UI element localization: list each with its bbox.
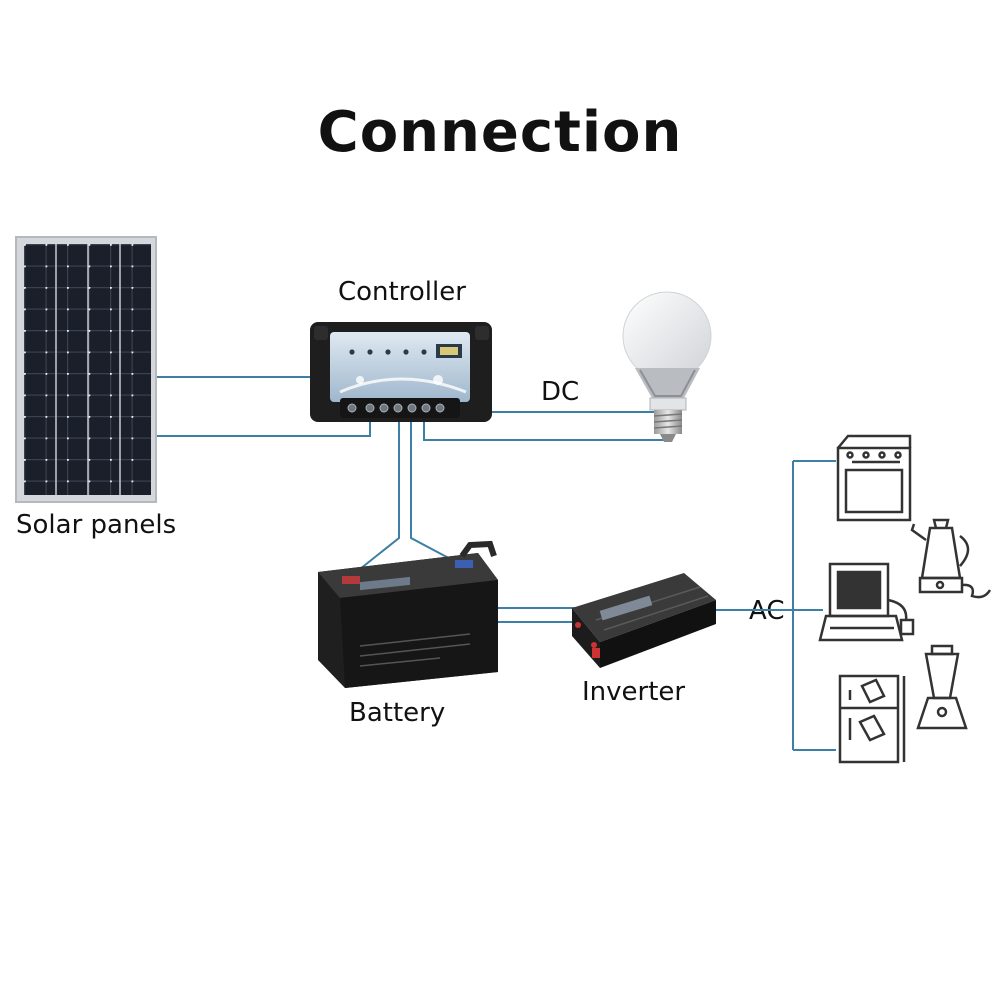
inverter-icon — [572, 573, 716, 668]
refrigerator-icon — [838, 674, 906, 764]
charge-controller-icon — [310, 322, 492, 422]
battery-icon — [318, 540, 498, 688]
wire-controller-battery-left — [349, 412, 400, 578]
wires — [155, 376, 836, 751]
stove-icon — [836, 434, 912, 522]
light-bulb-icon — [622, 291, 712, 442]
label-solar-panels: Solar panels — [16, 510, 177, 540]
diagram-title: Connection — [317, 100, 683, 165]
label-battery: Battery — [349, 698, 446, 728]
label-inverter: Inverter — [582, 677, 686, 707]
blender-icon — [916, 644, 968, 730]
label-dc: DC — [541, 377, 580, 407]
kettle-icon — [910, 518, 992, 599]
label-controller: Controller — [338, 277, 466, 307]
solar-panel-icon — [15, 236, 157, 503]
computer-icon — [818, 562, 915, 642]
